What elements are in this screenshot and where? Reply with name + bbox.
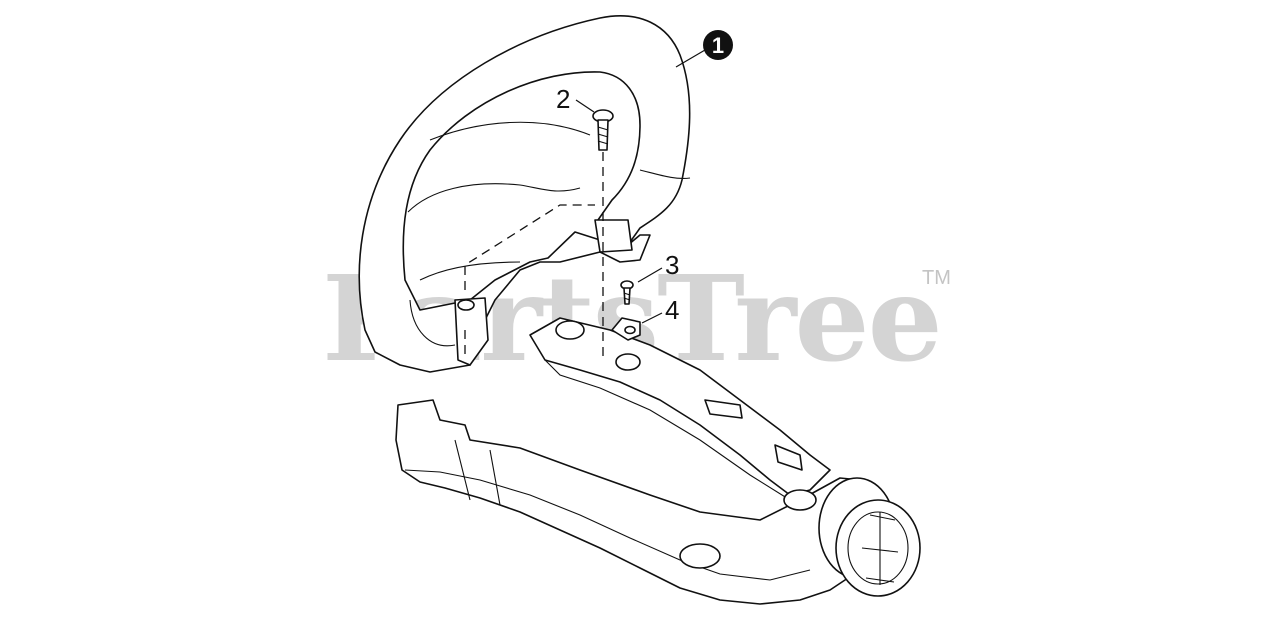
callout-4: 4 <box>641 295 679 325</box>
callout-2: 2 <box>556 84 595 114</box>
callout-1-label: 1 <box>712 33 724 58</box>
front-handle-icon <box>358 15 691 373</box>
handle-frame-icon <box>395 317 921 605</box>
callout-3-label: 3 <box>665 250 679 280</box>
watermark-trademark: TM <box>922 267 951 289</box>
assembly-lines <box>464 152 604 360</box>
screw-icon <box>592 109 614 151</box>
clip-icon <box>611 317 641 341</box>
callout-4-label: 4 <box>665 295 679 325</box>
small-screw-icon <box>620 280 634 305</box>
callout-1: 1 <box>675 30 733 68</box>
callout-2-label: 2 <box>556 84 570 114</box>
callout-3: 3 <box>637 250 679 283</box>
